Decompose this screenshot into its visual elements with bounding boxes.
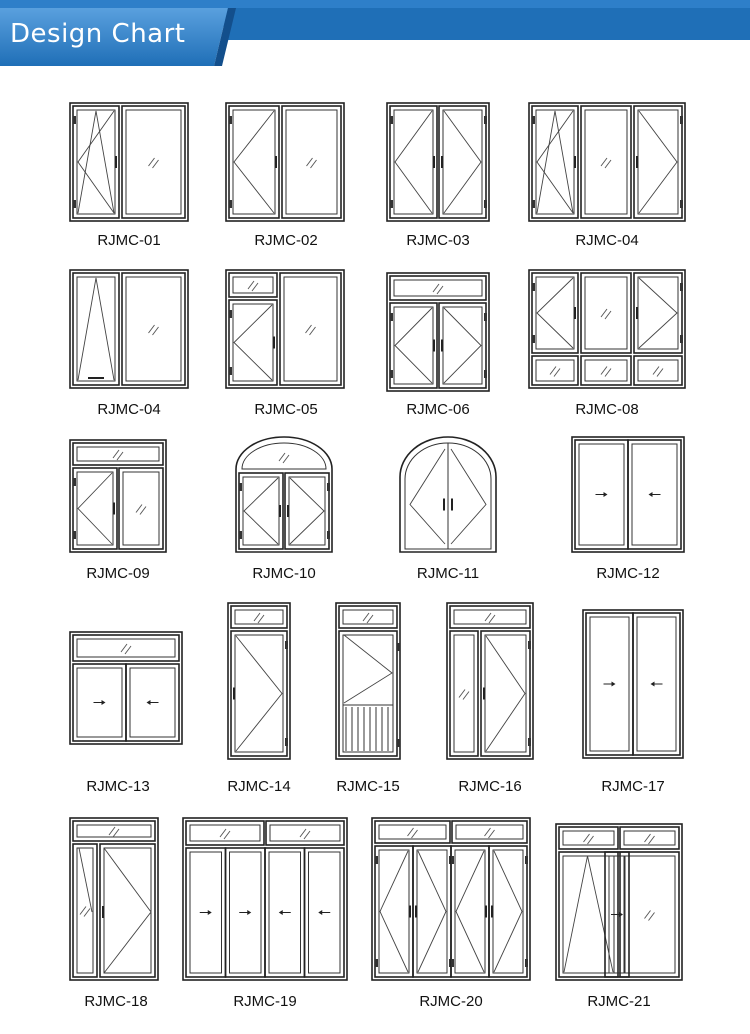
- window-diagram: [386, 272, 490, 392]
- design-code-label: RJMC-02: [254, 232, 318, 249]
- design-code-label: RJMC-08: [575, 401, 639, 418]
- window-diagram: [69, 439, 167, 553]
- window-design-drawing: [69, 269, 189, 389]
- window-design-drawing: [335, 602, 401, 760]
- window-design-drawing: [69, 102, 189, 222]
- window-design-drawing: [225, 269, 345, 389]
- window-diagram: [225, 269, 345, 389]
- window-diagram: [582, 609, 684, 759]
- window-diagram: [69, 817, 159, 981]
- design-code-label: RJMC-09: [86, 565, 150, 582]
- window-diagram: [69, 102, 189, 222]
- window-design-drawing: [399, 436, 497, 553]
- window-design-drawing: [227, 602, 291, 760]
- design-code-label: RJMC-16: [458, 778, 522, 795]
- window-design-drawing: [69, 817, 159, 981]
- design-code-label: RJMC-15: [336, 778, 400, 795]
- page-title: Design Chart: [10, 19, 186, 49]
- window-diagram: [528, 269, 686, 389]
- window-diagram: [446, 602, 534, 760]
- window-design-drawing: [446, 602, 534, 760]
- window-design-drawing: [69, 439, 167, 553]
- design-code-label: RJMC-19: [233, 993, 297, 1010]
- banner-shape: [0, 0, 750, 66]
- window-diagram: [227, 602, 291, 760]
- window-diagram: [335, 602, 401, 760]
- window-design-drawing: [571, 436, 685, 553]
- window-diagram: [371, 817, 531, 981]
- window-design-drawing: [386, 102, 490, 222]
- window-diagram: [555, 823, 683, 981]
- window-design-drawing: [225, 102, 345, 222]
- design-code-label: RJMC-04: [575, 232, 639, 249]
- design-code-label: RJMC-03: [406, 232, 470, 249]
- design-code-label: RJMC-01: [97, 232, 161, 249]
- design-code-label: RJMC-17: [601, 778, 665, 795]
- window-diagram: [225, 102, 345, 222]
- window-design-drawing: [182, 817, 348, 981]
- design-code-label: RJMC-11: [416, 565, 480, 582]
- window-design-drawing: [582, 609, 684, 759]
- design-code-label: RJMC-14: [227, 778, 291, 795]
- window-design-drawing: [555, 823, 683, 981]
- window-design-drawing: [235, 436, 333, 553]
- design-code-label: RJMC-20: [419, 993, 483, 1010]
- header-banner: Design Chart: [0, 0, 750, 72]
- window-diagram: [69, 631, 183, 745]
- window-diagram: [182, 817, 348, 981]
- window-diagram: [235, 436, 333, 553]
- window-diagram: [571, 436, 685, 553]
- window-diagram: [528, 102, 686, 222]
- window-diagram: [399, 436, 497, 553]
- design-code-label: RJMC-13: [86, 778, 150, 795]
- design-code-label: RJMC-21: [587, 993, 651, 1010]
- design-code-label: RJMC-12: [596, 565, 660, 582]
- window-diagram: [386, 102, 490, 222]
- window-diagram: [69, 269, 189, 389]
- design-code-label: RJMC-05: [254, 401, 318, 418]
- design-code-label: RJMC-10: [252, 565, 316, 582]
- window-design-drawing: [69, 631, 183, 745]
- window-design-drawing: [371, 817, 531, 981]
- window-design-drawing: [386, 272, 490, 392]
- window-design-drawing: [528, 269, 686, 389]
- design-code-label: RJMC-06: [406, 401, 470, 418]
- design-code-label: RJMC-04: [97, 401, 161, 418]
- window-design-drawing: [528, 102, 686, 222]
- design-code-label: RJMC-18: [84, 993, 148, 1010]
